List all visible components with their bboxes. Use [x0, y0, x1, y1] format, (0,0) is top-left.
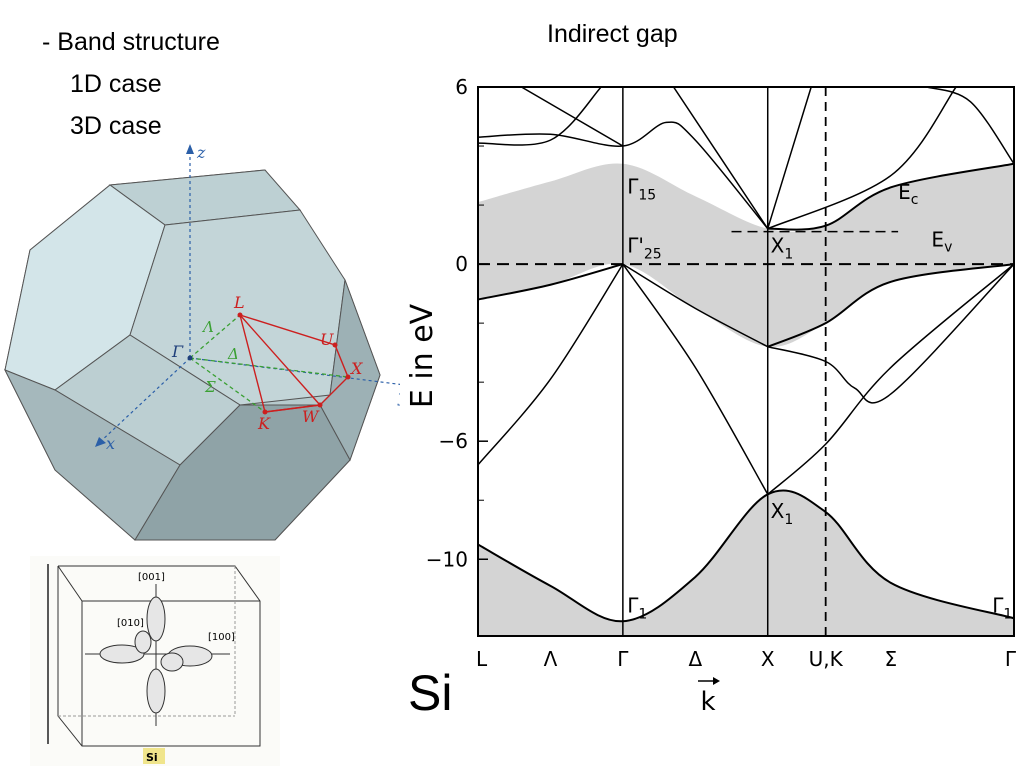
x-axis-title-arrowhead	[713, 677, 720, 685]
xtick-label-7: Γ	[1005, 647, 1017, 671]
band-line-8	[622, 263, 769, 495]
label-010: [010]	[117, 618, 144, 629]
ec-label-sub: c	[911, 192, 919, 208]
ellipsoid-front	[160, 652, 184, 672]
symmetry-point-sub-0: 15	[638, 187, 656, 203]
ytick-label-0: 6	[455, 75, 468, 99]
ellipsoid-frame	[30, 556, 280, 766]
sigma-line	[189, 357, 266, 413]
xtick-label-0: L	[476, 647, 488, 671]
l-point	[237, 312, 243, 318]
x-axis-title: k	[700, 687, 715, 717]
l-label: L	[233, 293, 245, 312]
ev-label-sub: v	[944, 239, 952, 255]
delta-line	[189, 357, 349, 378]
x-axis-label: x	[106, 434, 115, 453]
w-label: W	[302, 407, 320, 426]
w-point	[317, 402, 323, 408]
ellipsoid-back	[134, 630, 152, 654]
xtick-label-4: X	[761, 647, 775, 671]
bz-face-bottom-hex	[134, 404, 351, 541]
cube-edge-1	[57, 565, 83, 602]
lambda-line	[189, 314, 241, 359]
band-line-1	[478, 87, 602, 146]
gamma-point	[187, 355, 193, 361]
k-point	[262, 409, 268, 415]
gamma-label: Γ	[171, 342, 184, 361]
band-line-5	[767, 162, 1014, 231]
k-label: K	[257, 414, 271, 433]
ellipsoid-caption: Si	[146, 751, 158, 764]
band-line-7	[926, 87, 1014, 165]
xtick-label-1: Λ	[544, 647, 558, 671]
y-axis-label: y	[397, 387, 400, 406]
symmetry-point-sub-3: 1	[784, 512, 793, 528]
band-line-9	[622, 263, 769, 348]
symmetry-point-sub-2: 1	[784, 246, 793, 262]
xtick-label-5: U,K	[809, 647, 844, 671]
ytick-label-1: 0	[455, 252, 468, 276]
band-line-15	[478, 489, 1014, 623]
ytick-label-2: −6	[439, 429, 468, 453]
caption-bg	[143, 748, 165, 764]
ellipsoid-top	[146, 596, 166, 642]
symmetry-point-sub-1: 25	[644, 246, 662, 262]
label-100: [100]	[208, 632, 235, 643]
band-line-6	[767, 87, 957, 230]
shaded-band-gap-region	[478, 163, 1014, 348]
band-line-14	[767, 263, 1014, 495]
plot-clip-group	[478, 87, 1014, 636]
label-001: [001]	[138, 572, 165, 583]
symmetry-path-wk	[264, 404, 321, 413]
x-axis	[99, 357, 191, 443]
material-label: Si	[408, 665, 453, 721]
band-line-11	[478, 263, 624, 301]
symmetry-point-sub-4: 1	[638, 606, 647, 622]
ellipsoids-figure: [001] [010] [100] Si	[30, 556, 280, 766]
xtick-label-2: Γ	[617, 647, 629, 671]
lambda-label: Λ	[201, 318, 214, 336]
x-label: X	[349, 359, 363, 378]
ellipsoid-bottom	[146, 668, 166, 714]
xtick-label-3: Δ	[688, 647, 702, 671]
plot-frame	[477, 86, 1015, 637]
band-line-2	[521, 87, 624, 147]
brillouin-zone-figure: z y x Γ L K W X U Λ Δ Σ	[3, 143, 400, 541]
bullet-1d-case: 1D case	[70, 70, 162, 98]
band-line-0	[478, 121, 769, 230]
bullet-3d-case: 3D case	[70, 112, 162, 140]
y-axis-title: E in eV	[405, 303, 440, 408]
symmetry-path	[239, 314, 349, 413]
xtick-label-6: Σ	[885, 647, 898, 671]
x-point	[345, 374, 351, 380]
band-line-4	[767, 87, 812, 229]
ytick-label-3: −10	[426, 547, 468, 571]
u-point	[332, 342, 338, 348]
band-line-13	[767, 263, 1014, 404]
symmetry-path-lw	[239, 314, 321, 406]
chart-title: Indirect gap	[547, 20, 678, 48]
delta-label: Δ	[227, 345, 239, 363]
band-line-12	[767, 263, 1014, 348]
z-axis-arrow	[186, 144, 194, 154]
sigma-label: Σ	[204, 378, 216, 396]
shaded-band-valence-low	[478, 490, 1014, 636]
x-axis-arrow	[95, 437, 106, 447]
band-line-10	[478, 263, 624, 466]
band-line-3	[672, 87, 769, 230]
z-axis-label: z	[196, 143, 206, 162]
u-label: U	[320, 330, 334, 349]
symmetry-point-sub-5: 1	[1003, 606, 1012, 622]
bullet-band-structure: - Band structure	[42, 28, 220, 56]
ellipsoid-left	[99, 644, 145, 664]
